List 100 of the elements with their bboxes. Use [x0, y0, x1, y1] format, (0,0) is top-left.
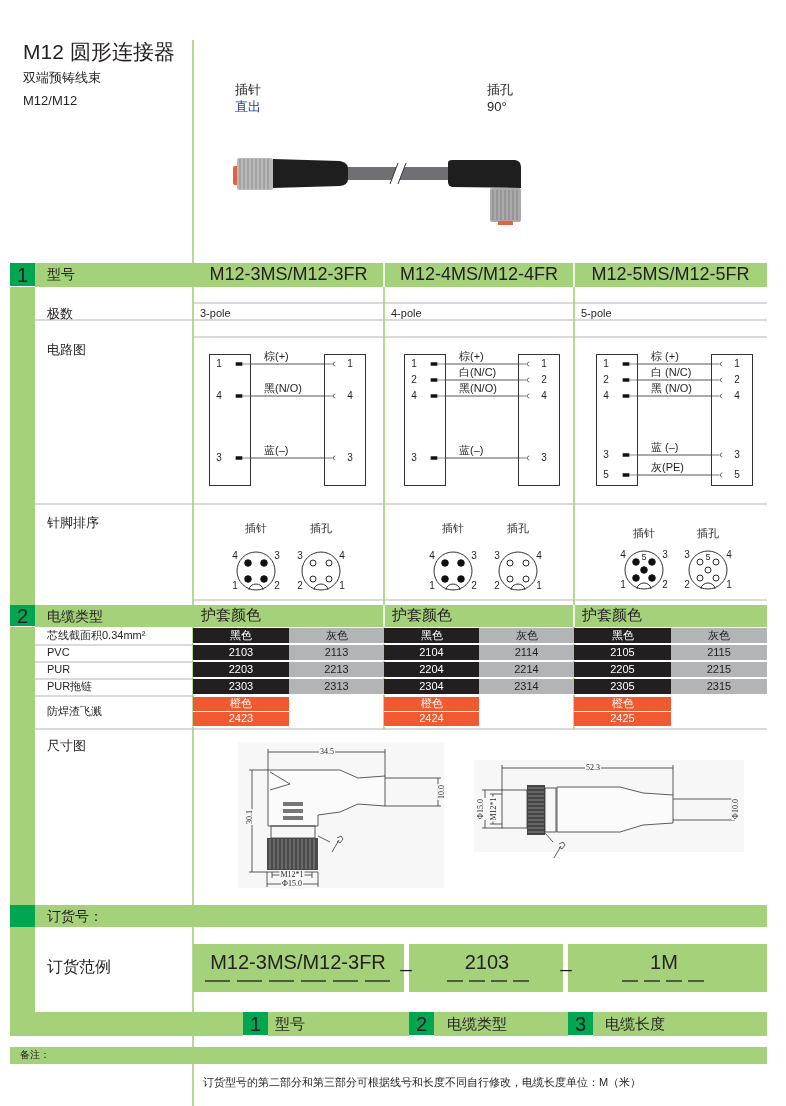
table-cell: 橙色	[574, 697, 671, 712]
pin-number: 4	[726, 549, 732, 561]
model-name: M12-5MS/M12-5FR	[591, 264, 750, 286]
table-cell: 2425	[574, 712, 671, 727]
dimension-value: Φ15.0	[281, 879, 303, 889]
pin-number: 4	[232, 550, 238, 562]
pin-number: 1	[536, 580, 542, 592]
dimension-value: 52.3	[585, 763, 601, 773]
wire-label: 蓝(–)	[263, 444, 290, 457]
section-number: 3	[568, 1012, 593, 1036]
pin-number: 2	[734, 374, 740, 386]
model-name: M12-4MS/M12-4FR	[400, 264, 558, 286]
section-number: 1	[243, 1012, 268, 1036]
connector-label: 插针	[235, 82, 261, 98]
connector-box	[596, 354, 638, 486]
connector-box	[518, 354, 560, 486]
separator-mark: _	[560, 948, 572, 972]
wire-label: 棕(+)	[458, 350, 485, 363]
pin-number: 1	[411, 358, 417, 370]
pin-number: 1	[347, 358, 353, 370]
connector-label: 90°	[487, 99, 507, 115]
pin-number: 1	[216, 358, 222, 370]
note-text: 订货型号的第二部分和第三部分可根据线号和长度不同自行修改，电缆长度单位：M（米）	[203, 1076, 642, 1090]
table-cell: 2113	[289, 645, 384, 661]
field-caption: 型号	[275, 1015, 305, 1033]
table-cell: 2315	[671, 679, 767, 695]
pole-count: 3-pole	[200, 307, 231, 321]
pin-number: 5	[641, 551, 647, 563]
pin-number: 5	[734, 469, 740, 481]
wire-label: 黑(N/O)	[263, 382, 303, 395]
table-cell: 2304	[384, 679, 479, 695]
table-cell: 2424	[384, 712, 479, 727]
dimension-value: 34.5	[319, 747, 335, 757]
row-heading: 型号	[47, 266, 75, 283]
section-heading: 订货号：	[47, 908, 103, 925]
table-cell: 2103	[193, 645, 289, 661]
order-value: 2103	[464, 950, 510, 974]
column-heading: 护套颜色	[582, 606, 642, 624]
pin-number: 2	[684, 579, 690, 591]
pin-number: 2	[662, 579, 668, 591]
wire-label: 蓝 (–)	[650, 441, 680, 454]
table-cell: 2305	[574, 679, 671, 695]
page-title: M12 圆形连接器	[23, 39, 175, 65]
row-heading: 电路图	[47, 342, 86, 358]
field-caption: 电缆类型	[447, 1015, 507, 1033]
table-cell: 橙色	[384, 697, 479, 712]
table-cell: 黑色	[384, 628, 479, 644]
pin-number: 1	[603, 358, 609, 370]
pin-number: 4	[347, 390, 353, 402]
note-heading: 备注：	[20, 1049, 50, 1061]
section-number: 2	[10, 605, 35, 627]
table-cell: 2214	[479, 662, 574, 678]
pin-number: 4	[603, 390, 609, 402]
pin-number: 2	[274, 580, 280, 592]
connector-box	[404, 354, 446, 486]
table-cell: 2104	[384, 645, 479, 661]
table-cell: 2213	[289, 662, 384, 678]
pin-number: 2	[471, 580, 477, 592]
pin-number: 3	[734, 449, 740, 461]
pin-number: 4	[339, 550, 345, 562]
pin-number: 4	[411, 390, 417, 402]
pin-number: 3	[411, 452, 417, 464]
row-heading: 针脚排序	[47, 515, 99, 531]
separator-mark: _	[400, 948, 412, 972]
pin-number: 4	[734, 390, 740, 402]
wire-label: 黑(N/O)	[458, 382, 498, 395]
pin-number: 3	[684, 549, 690, 561]
pin-face-label: 插孔	[697, 527, 719, 541]
pin-number: 3	[347, 452, 353, 464]
connector-label: 直出	[235, 99, 261, 115]
table-cell: 2313	[289, 679, 384, 695]
column-heading: 护套颜色	[392, 606, 452, 624]
wire-label: 白(N/C)	[458, 366, 498, 379]
pole-count: 4-pole	[391, 307, 422, 321]
table-cell: 灰色	[671, 628, 767, 644]
pin-number: 4	[216, 390, 222, 402]
model-name: M12-3MS/M12-3FR	[209, 264, 368, 286]
pin-number: 5	[603, 469, 609, 481]
pin-number: 5	[705, 551, 711, 563]
dimension-value: M12*1	[489, 796, 499, 822]
connector-box	[209, 354, 251, 486]
connector-box	[711, 354, 753, 486]
connector-label: 插孔	[487, 82, 513, 98]
pin-face-label: 插针	[442, 522, 464, 536]
pin-number: 3	[216, 452, 222, 464]
pin-number: 4	[536, 550, 542, 562]
row-heading: PUR拖链	[47, 680, 93, 694]
pin-number: 1	[429, 580, 435, 592]
pin-number: 1	[620, 579, 626, 591]
wire-label: 蓝(–)	[458, 444, 485, 457]
wire-label: 棕(+)	[263, 350, 290, 363]
pin-number: 1	[339, 580, 345, 592]
pin-number: 2	[541, 374, 547, 386]
pole-count: 5-pole	[581, 307, 612, 321]
table-cell: 2115	[671, 645, 767, 661]
pin-number: 1	[734, 358, 740, 370]
table-cell: 2303	[193, 679, 289, 695]
table-cell: 2205	[574, 662, 671, 678]
pin-number: 1	[232, 580, 238, 592]
pin-number: 3	[494, 550, 500, 562]
